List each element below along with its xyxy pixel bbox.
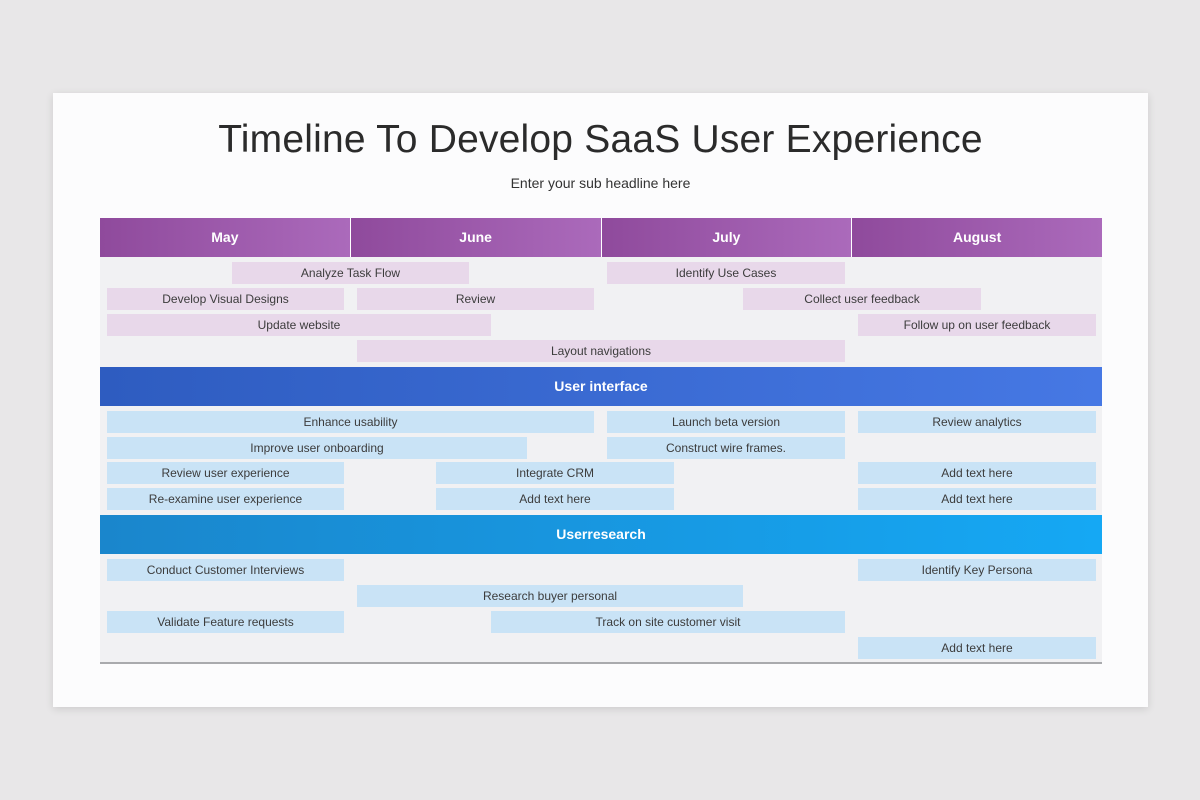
task-follow-up-feedback: Follow up on user feedback xyxy=(858,314,1096,336)
task-conduct-interviews: Conduct Customer Interviews xyxy=(107,559,344,581)
month-header-july: July xyxy=(601,218,853,257)
month-header-august: August xyxy=(852,218,1102,257)
task-review: Review xyxy=(357,288,594,310)
task-reexamine-user-experience: Re-examine user experience xyxy=(107,488,344,510)
task-add-text-1: Add text here xyxy=(858,462,1096,484)
section-band-user-interface: User interface xyxy=(100,367,1102,406)
task-enhance-usability: Enhance usability xyxy=(107,411,594,433)
task-improve-onboarding: Improve user onboarding xyxy=(107,437,527,459)
task-review-analytics: Review analytics xyxy=(858,411,1096,433)
task-identify-persona: Identify Key Persona xyxy=(858,559,1096,581)
task-collect-user-feedback: Collect user feedback xyxy=(743,288,981,310)
task-review-user-experience: Review user experience xyxy=(107,462,344,484)
task-update-website: Update website xyxy=(107,314,491,336)
task-validate-feature-requests: Validate Feature requests xyxy=(107,611,344,633)
timeline-bottom-rule xyxy=(100,662,1102,664)
month-header-row: May June July August xyxy=(100,218,1102,257)
task-identify-use-cases: Identify Use Cases xyxy=(607,262,845,284)
task-analyze-task-flow: Analyze Task Flow xyxy=(232,262,469,284)
task-integrate-crm: Integrate CRM xyxy=(436,462,674,484)
task-research-buyer: Research buyer personal xyxy=(357,585,743,607)
task-launch-beta: Launch beta version xyxy=(607,411,845,433)
section-band-user-research: Userresearch xyxy=(100,515,1102,554)
page-subtitle: Enter your sub headline here xyxy=(510,175,691,191)
month-header-may: May xyxy=(100,218,351,257)
task-construct-wire-frames: Construct wire frames. xyxy=(607,437,845,459)
task-add-text-4: Add text here xyxy=(858,637,1096,659)
page-title: Timeline To Develop SaaS User Experience xyxy=(218,118,983,161)
task-develop-visual-designs: Develop Visual Designs xyxy=(107,288,344,310)
month-header-june: June xyxy=(350,218,602,257)
task-track-site-visit: Track on site customer visit xyxy=(491,611,845,633)
task-add-text-3: Add text here xyxy=(858,488,1096,510)
task-layout-navigations: Layout navigations xyxy=(357,340,845,362)
task-add-text-2: Add text here xyxy=(436,488,674,510)
